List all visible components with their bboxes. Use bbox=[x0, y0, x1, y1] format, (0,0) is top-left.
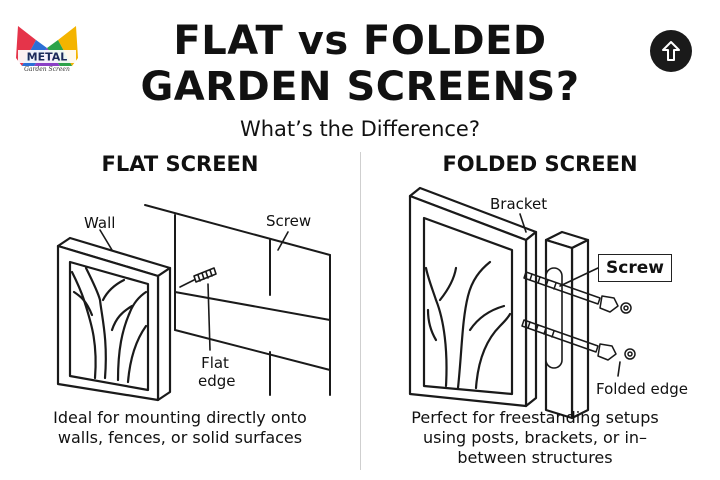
logo-subtext: Garden Screen bbox=[24, 66, 70, 73]
flat-screen-panel bbox=[56, 236, 172, 402]
wall-drawing bbox=[144, 204, 331, 396]
bracket-leader-line bbox=[519, 213, 527, 233]
wall-label: Wall bbox=[84, 214, 116, 232]
folded-screen-heading: FOLDED SCREEN bbox=[442, 152, 638, 176]
bracket-plate bbox=[545, 267, 563, 369]
flat-edge-label-line1: Flat bbox=[201, 354, 229, 372]
flat-caption-line1: Ideal for mounting directly onto bbox=[53, 408, 307, 427]
logo-wordmark: METAL bbox=[27, 51, 68, 64]
flat-caption-line2: walls, fences, or solid surfaces bbox=[57, 428, 303, 447]
page-title: FLAT vs FOLDED GARDEN SCREENS? bbox=[140, 18, 580, 110]
logo-wordmark-bg bbox=[18, 50, 76, 63]
screw-leader-line bbox=[277, 231, 289, 251]
folded-caption-line1: Perfect for freestanding setups bbox=[411, 408, 659, 427]
bracket-label: Bracket bbox=[490, 195, 548, 213]
flat-edge-label-line2: edge bbox=[198, 372, 236, 390]
folded-screw-label: Screw bbox=[598, 254, 672, 282]
flat-edge-label: Flat edge bbox=[198, 354, 236, 390]
page-subtitle: What’s the Difference? bbox=[239, 117, 480, 141]
folded-bolt-bottom bbox=[521, 319, 636, 361]
metal-logo: METAL bbox=[16, 26, 78, 66]
flat-screw-drawing bbox=[179, 267, 217, 288]
folded-edge-label: Folded edge bbox=[596, 380, 688, 398]
flat-screw-label: Screw bbox=[266, 212, 312, 230]
signpost-button[interactable] bbox=[650, 30, 692, 72]
wall-leader-line bbox=[99, 229, 113, 251]
flat-screen-heading: FLAT SCREEN bbox=[101, 152, 259, 176]
folded-edge-leader-line bbox=[617, 361, 621, 377]
flat-edge-leader-line bbox=[207, 283, 211, 351]
flat-caption: Ideal for mounting directly onto walls, … bbox=[30, 408, 330, 448]
column-divider bbox=[360, 152, 361, 470]
folded-screen-panel bbox=[408, 186, 538, 408]
folded-caption-line2: using posts, brackets, or in– bbox=[422, 428, 648, 447]
signpost-icon bbox=[662, 41, 680, 61]
folded-caption: Perfect for freestanding setups using po… bbox=[385, 408, 685, 468]
folded-bolt-top bbox=[523, 271, 632, 314]
screw-box-leader-line bbox=[559, 267, 599, 287]
folded-caption-line3: between structures bbox=[457, 448, 613, 467]
